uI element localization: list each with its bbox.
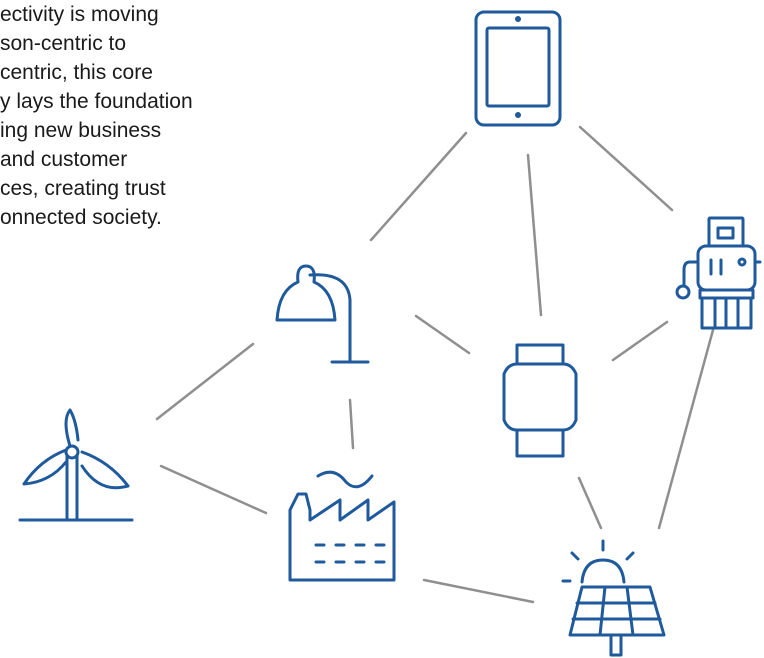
wind-turbine-icon [18,408,134,522]
intro-line: ectivity is moving [0,3,159,26]
connector [159,464,268,515]
desk-lamp-icon [275,264,370,364]
intro-line: y lays the foundation [0,90,193,113]
tablet-icon [474,10,562,127]
intro-line: son-centric to [0,32,127,55]
connector [348,398,355,450]
connector [369,131,468,242]
intro-line: and customer [0,148,128,171]
connector [155,342,255,421]
intro-line: centric, this core [0,61,153,84]
connector [526,153,543,317]
connector [578,125,674,212]
connector [422,578,535,604]
connector [577,476,603,530]
intro-line: ces, creating trust [0,177,166,200]
factory-icon [288,470,396,582]
intro-line: ing new business [0,119,162,142]
intro-text: ectivity is moving son-centric to centri… [0,0,290,232]
solar-panel-icon [561,539,666,657]
connectors [155,125,715,604]
smartwatch-icon [502,343,578,458]
robot-icon [675,216,762,330]
connector [657,328,715,530]
intro-line: onnected society. [0,206,162,229]
connector [611,320,669,362]
connector [414,314,471,355]
